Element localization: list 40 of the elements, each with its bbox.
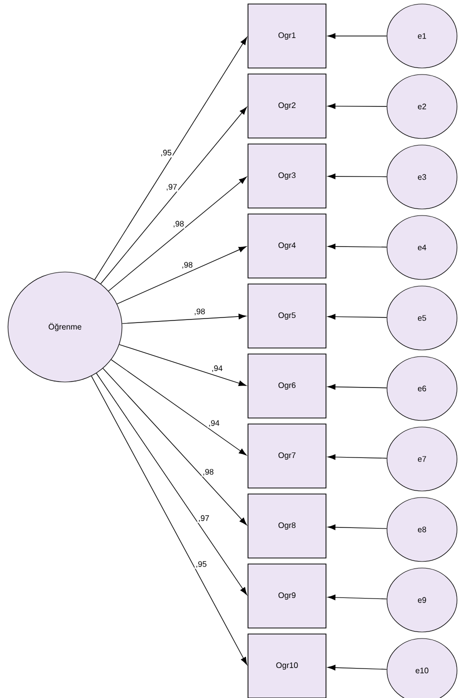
path-arrow <box>96 372 248 596</box>
observed-variable-box: Ogr3 <box>248 144 326 208</box>
observed-variable-box: Ogr10 <box>248 634 326 698</box>
path-arrow <box>110 359 247 456</box>
loading-label: ,97 <box>197 514 210 523</box>
loading-label: ,95 <box>194 560 208 569</box>
path-arrow <box>116 246 246 304</box>
path-arrow <box>328 524 388 530</box>
observed-variable-box: Ogr6 <box>248 354 326 418</box>
observed-variable-box: Ogr1 <box>248 4 326 68</box>
path-arrow <box>328 244 388 250</box>
path-arrow <box>118 344 246 386</box>
path-arrow <box>108 176 247 292</box>
path-arrow <box>328 384 388 390</box>
observed-variable-box: Ogr7 <box>248 424 326 488</box>
loading-label: ,95 <box>160 148 173 158</box>
loading-label: ,98 <box>202 468 215 477</box>
path-arrow <box>328 664 388 670</box>
loading-label: ,94 <box>207 419 221 428</box>
loading-label: ,94 <box>210 364 224 373</box>
path-arrow <box>328 454 388 460</box>
path-arrow <box>122 314 246 324</box>
loading-label: ,98 <box>180 261 194 270</box>
path-arrow <box>91 376 248 665</box>
observed-variable-box: Ogr4 <box>248 214 326 278</box>
path-arrow <box>100 106 247 284</box>
path-arrow <box>328 174 388 180</box>
loading-label: ,98 <box>193 308 206 316</box>
path-arrow <box>328 33 388 39</box>
observed-variable-box: Ogr8 <box>248 494 326 558</box>
loading-label: ,98 <box>172 220 186 228</box>
path-arrow <box>102 368 247 526</box>
observed-variable-box: Ogr5 <box>248 284 326 348</box>
path-arrow <box>328 314 388 320</box>
path-arrow <box>328 103 388 109</box>
path-arrow <box>94 37 248 280</box>
loading-label: ,97 <box>165 183 178 192</box>
observed-variable-box: Ogr2 <box>248 74 326 138</box>
path-arrow <box>328 594 388 600</box>
observed-variable-box: Ogr9 <box>248 564 326 628</box>
